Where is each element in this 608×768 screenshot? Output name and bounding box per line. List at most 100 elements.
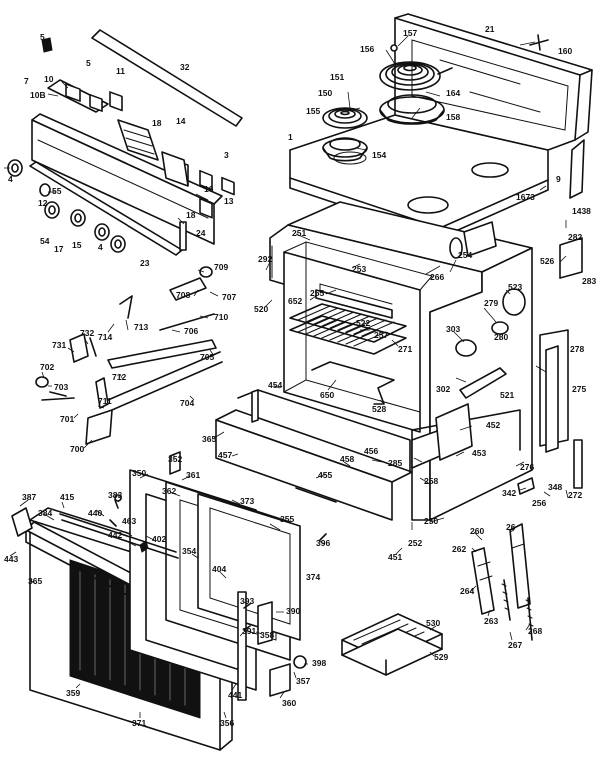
oven-rack [289,303,407,355]
callout-1438: 1438 [572,206,591,216]
callout-713: 713 [134,322,148,332]
callout-455: 455 [318,470,332,480]
callout-451: 451 [388,552,402,562]
callout-276: 276 [520,462,534,472]
callout-387: 387 [22,492,36,502]
callout-458: 458 [340,454,354,464]
surface-element-large [379,61,453,91]
callout-704: 704 [180,398,194,408]
callout-731: 731 [52,340,66,350]
callout-526: 526 [540,256,554,266]
oven-light [502,288,526,316]
terminal-bracket [559,237,583,279]
callout-11: 11 [116,66,125,76]
callout-24: 24 [196,228,206,238]
callout-402: 402 [152,534,166,544]
callout-374: 374 [306,572,320,582]
callout-530: 530 [426,618,440,628]
callout-358: 358 [260,630,274,640]
callout-157: 157 [403,28,417,38]
callout-384: 384 [38,508,52,518]
callout-256: 256 [532,498,546,508]
callout-365: 365 [202,434,216,444]
callout-521: 521 [500,390,514,400]
callout-398: 398 [312,658,326,668]
callout-393: 393 [240,596,254,606]
callout-440: 440 [88,508,102,518]
callout-17: 17 [54,244,64,254]
callout-350: 350 [132,468,146,478]
callout-360: 360 [282,698,296,708]
callout-282: 282 [568,232,582,242]
callout-15: 15 [72,240,82,250]
callout-262: 262 [452,544,466,554]
callout-348: 348 [548,482,562,492]
callout-260: 260 [470,526,484,536]
callout-454: 454 [268,380,282,390]
callout-280: 280 [494,332,508,342]
callout-151: 151 [330,72,344,82]
callout-7: 7 [24,76,29,86]
callout-706: 706 [184,326,198,336]
callout-732: 732 [80,328,94,338]
surface-element-small [322,107,368,129]
callout-652: 652 [288,296,302,306]
callout-703: 703 [54,382,68,392]
callout-9: 9 [556,174,561,184]
callout-700: 700 [70,444,84,454]
callout-16: 16 [204,184,214,194]
leader-lines [4,35,569,719]
callout-257: 257 [374,330,388,340]
callout-18b: 18 [186,210,196,220]
callout-5b: 5 [86,58,91,68]
callout-279: 279 [484,298,498,308]
callout-258: 258 [424,476,438,486]
callout-452: 452 [486,420,500,430]
callout-292: 292 [258,254,272,264]
cooktop [289,114,549,239]
cooktop-grommet [449,237,463,259]
callout-21: 21 [485,24,495,34]
callout-251: 251 [292,228,306,238]
callout-708: 708 [176,290,190,300]
callout-383: 383 [108,490,122,500]
element-hardware [35,266,223,445]
callout-711: 711 [98,396,112,406]
callout-371: 371 [132,718,146,728]
callout-3: 3 [224,150,229,160]
callout-12: 12 [38,198,48,208]
callout-522: 522 [356,318,370,328]
callout-404: 404 [212,564,226,574]
callout-373: 373 [240,496,254,506]
callout-712: 712 [112,372,126,382]
callout-155: 155 [306,106,320,116]
callout-529: 529 [434,652,448,662]
callout-252: 252 [408,538,422,548]
callout-520: 520 [254,304,268,314]
callout-714: 714 [98,332,112,342]
callout-55: 55 [52,186,62,196]
callout-268: 268 [528,626,542,636]
callout-302: 302 [436,384,450,394]
callout-359: 359 [66,688,80,698]
callout-391: 391 [242,626,256,636]
callout-160: 160 [558,46,572,56]
control-knobs [7,37,126,253]
callout-361: 361 [186,470,200,480]
callout-456: 456 [364,446,378,456]
hinge-bracket [435,403,473,461]
door-hinges [471,523,534,641]
backguard [394,13,593,151]
callout-650: 650 [320,390,334,400]
callout-23: 23 [140,258,150,268]
callout-255: 255 [310,288,324,298]
callout-362: 362 [162,486,176,496]
callout-32: 32 [180,62,190,72]
callout-442: 442 [108,530,122,540]
door-hardware [109,451,327,631]
callout-150: 150 [318,88,332,98]
callout-5: 5 [40,32,45,42]
callout-266: 266 [430,272,444,282]
callout-390: 390 [286,606,300,616]
